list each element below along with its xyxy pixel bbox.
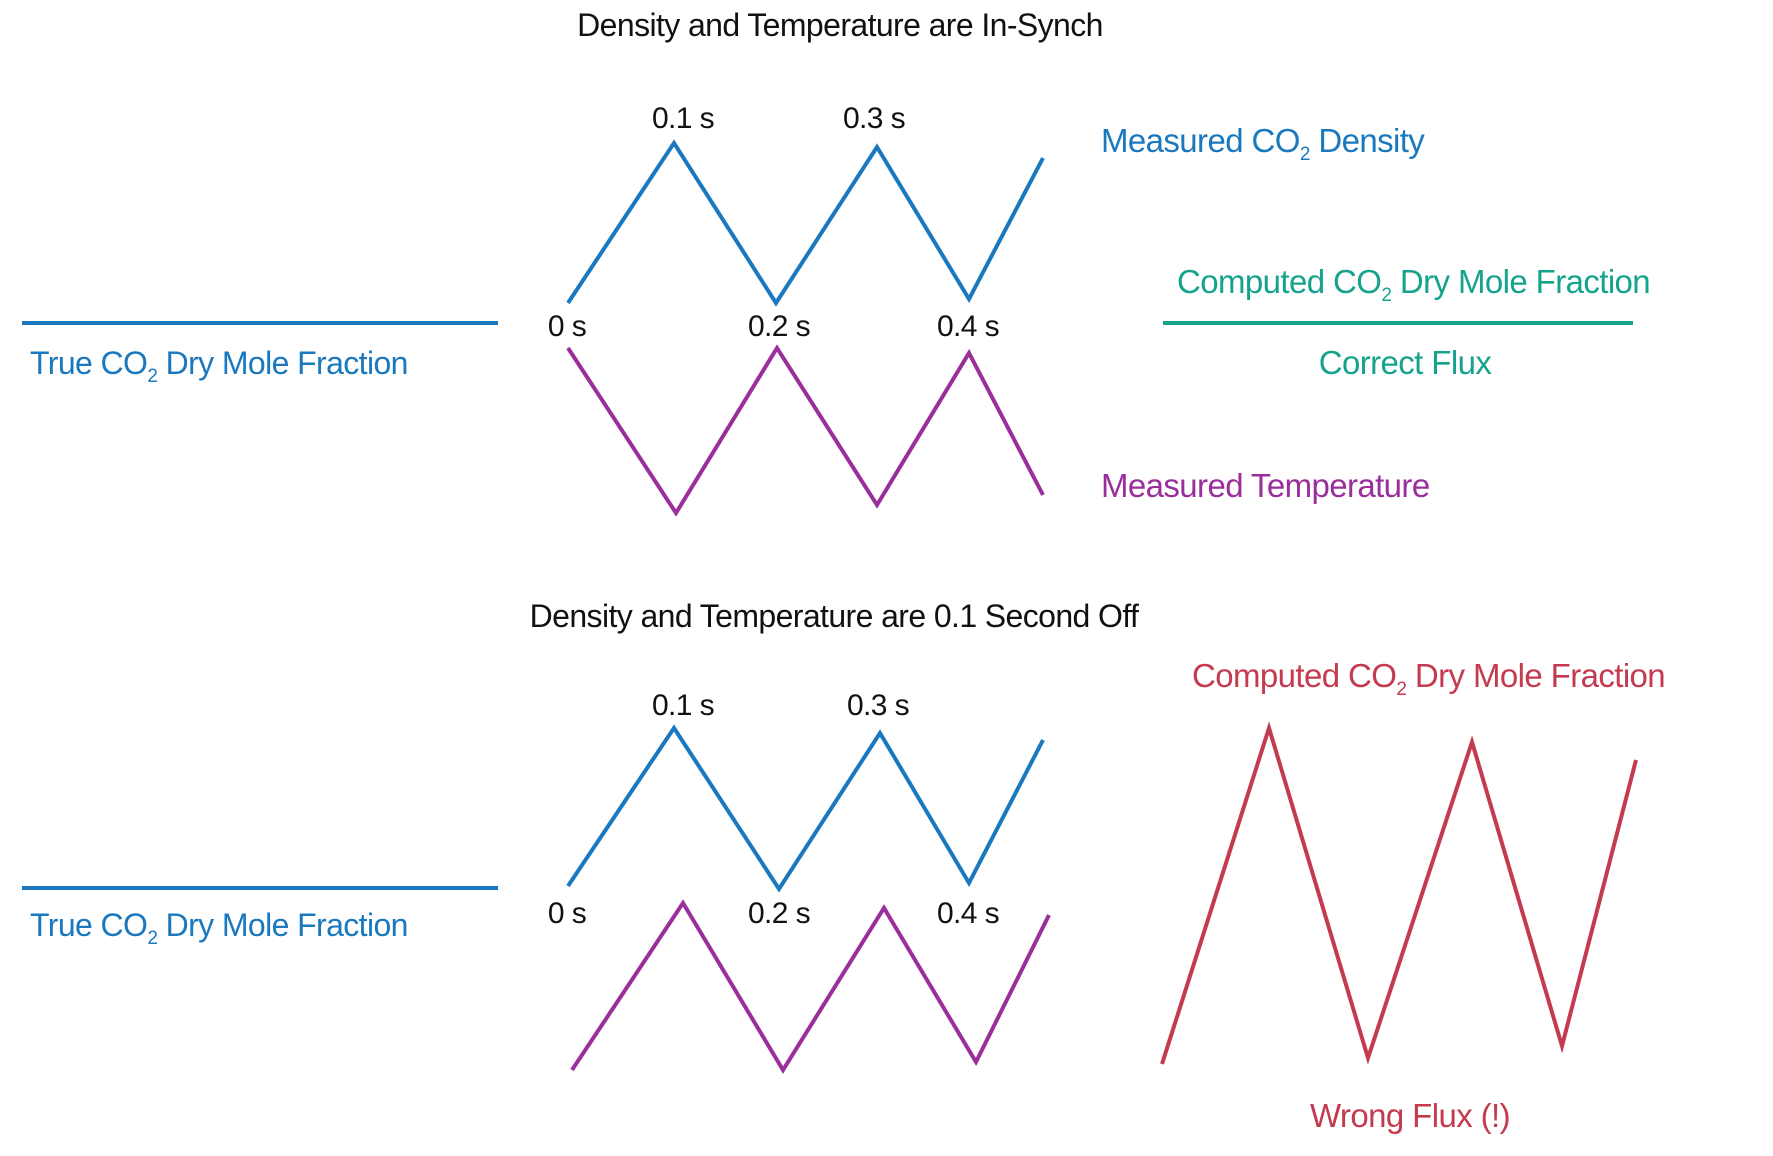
top-time-label-0: 0 s [548, 310, 586, 343]
top-temperature-wave [566, 344, 1045, 517]
bottom-title: Density and Temperature are 0.1 Second O… [530, 598, 1139, 634]
top-temperature-label: Measured Temperature [1101, 467, 1430, 504]
bottom-density-wave [566, 724, 1045, 893]
top-density-wave [566, 139, 1045, 307]
top-time-label-0-2: 0.2 s [748, 310, 810, 343]
top-true-fraction-label: True CO2 Dry Mole Fraction [30, 345, 408, 387]
bottom-computed-fraction-label: Computed CO2 Dry Mole Fraction [1192, 657, 1665, 700]
bottom-time-label-0-4: 0.4 s [937, 897, 999, 930]
bottom-time-label-0-2: 0.2 s [748, 897, 810, 930]
bottom-time-label-0-3: 0.3 s [847, 689, 909, 722]
bottom-time-label-0-1: 0.1 s [652, 689, 714, 722]
top-time-label-0-3: 0.3 s [843, 102, 905, 135]
top-time-label-0-4: 0.4 s [937, 310, 999, 343]
top-computed-fraction-label: Computed CO2 Dry Mole Fraction [1177, 263, 1650, 306]
top-panel: Density and Temperature are In-Synch Tru… [22, 7, 1651, 517]
bottom-computed-fraction-wave [1160, 721, 1638, 1065]
bottom-panel: Density and Temperature are 0.1 Second O… [22, 598, 1666, 1134]
top-time-label-0-1: 0.1 s [652, 102, 714, 135]
top-density-label: Measured CO2 Density [1101, 122, 1425, 165]
bottom-time-label-0: 0 s [548, 897, 586, 930]
bottom-temperature-wave [570, 899, 1051, 1074]
bottom-true-fraction-label: True CO2 Dry Mole Fraction [30, 907, 408, 949]
top-correct-flux-label: Correct Flux [1319, 344, 1493, 381]
bottom-wrong-flux-label: Wrong Flux (!) [1310, 1097, 1510, 1134]
top-title: Density and Temperature are In-Synch [577, 7, 1103, 43]
